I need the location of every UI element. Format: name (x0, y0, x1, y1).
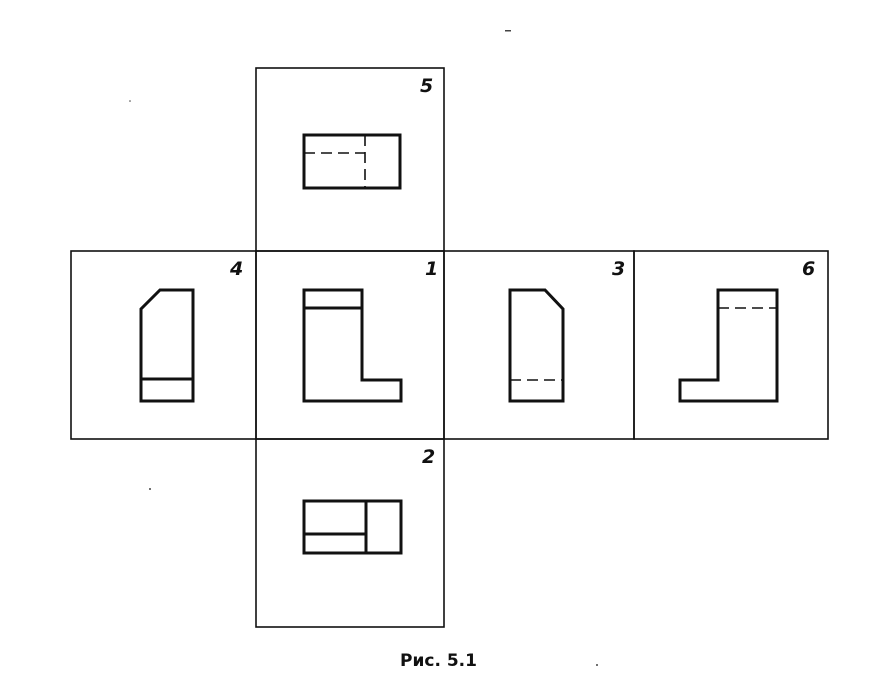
view-6-outline (678, 288, 779, 403)
view-3-number: 3 (612, 258, 625, 280)
view-1-number: 1 (425, 258, 438, 280)
view-4-panel: 4 (70, 250, 257, 440)
view-6-number: 6 (802, 258, 815, 280)
view-2-frame (255, 438, 445, 628)
view-1-frame (255, 250, 445, 440)
view-4-frame (70, 250, 257, 440)
view-6-panel: 6 (633, 250, 829, 440)
view-4-number: 4 (229, 258, 243, 280)
view-1-outline (302, 288, 403, 403)
view-2-panel: 2 (255, 438, 445, 628)
view-2-outline (302, 499, 403, 555)
print-speck (149, 488, 151, 490)
view-1-panel: 1 (255, 250, 445, 440)
view-5-panel: 5 (255, 67, 445, 252)
view-3-outline (508, 288, 565, 403)
print-speck (129, 100, 131, 102)
view-3-frame (443, 250, 635, 440)
print-speck (505, 30, 511, 32)
view-5-outline (302, 133, 402, 190)
figure-caption: Рис. 5.1 (400, 651, 477, 671)
print-speck (596, 664, 598, 666)
view-5-number: 5 (420, 75, 433, 97)
view-4-outline (139, 288, 195, 403)
view-6-frame (633, 250, 829, 440)
view-2-number: 2 (422, 446, 435, 468)
view-3-panel: 3 (443, 250, 635, 440)
view-5-frame (255, 67, 445, 252)
